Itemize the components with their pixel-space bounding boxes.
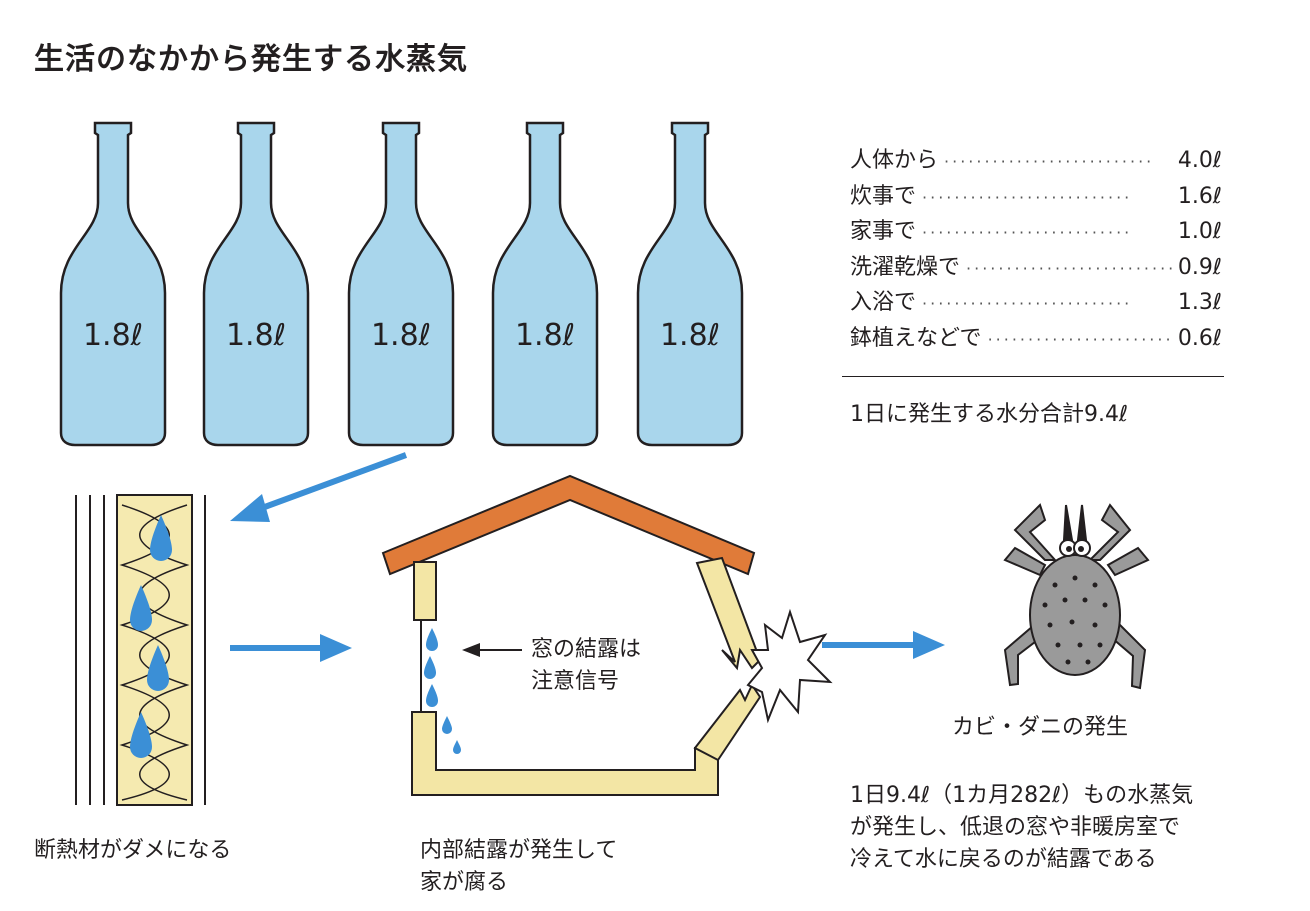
water-drop-icon [426, 628, 438, 651]
bottle-2: 1.8ℓ [202, 121, 310, 447]
window-note-line: 注意信号 [531, 669, 620, 694]
source-label: 入浴で [850, 290, 917, 316]
bottle-5: 1.8ℓ [636, 121, 744, 447]
caption-insulation: 断熱材がダメになる [34, 838, 232, 863]
list-item: 人体から ·························· 4.0ℓ [850, 142, 1222, 178]
source-label: 鉢植えなどで [850, 325, 982, 351]
bottle-label: 1.8ℓ [371, 318, 431, 353]
caption-house: 内部結露が発生して 家が腐る [420, 835, 617, 899]
crack-burst-icon [746, 608, 833, 724]
total-line: 1日に発生する水分合計9.4ℓ [850, 402, 1129, 427]
leader-dots: ·························· [922, 187, 1133, 207]
source-value: 1.6ℓ [1177, 183, 1222, 209]
water-drop-icon [426, 684, 438, 707]
source-label: 人体から [850, 148, 939, 173]
page-title: 生活のなかから発生する水蒸気 [34, 42, 468, 77]
list-item: 入浴で ·························· 1.3ℓ [850, 284, 1222, 320]
window-note-line: 窓の結露は [531, 637, 642, 662]
arrow-to-insulation [230, 452, 408, 522]
bottle-3: 1.8ℓ [347, 121, 455, 447]
list-item: 鉢植えなどで ·························· 0.6ℓ [850, 320, 1222, 356]
source-value: 4.0ℓ [1177, 148, 1222, 173]
source-label: 炊事で [850, 183, 917, 209]
house-illustration [381, 474, 833, 796]
water-drop-icon [150, 515, 172, 561]
leader-dots: ·························· [987, 329, 1172, 349]
divider [842, 376, 1224, 377]
source-label: 洗濯乾燥で [850, 254, 961, 280]
arrow-to-mite [822, 631, 945, 659]
note-line: 冷えて水に戻るのが結露である [850, 847, 1157, 872]
note-line: 1日9.4ℓ（1カ月282ℓ）もの水蒸気 [850, 783, 1194, 808]
bottle-label: 1.8ℓ [83, 318, 143, 353]
caption-mite: カビ・ダニの発生 [952, 715, 1129, 740]
bottle-label: 1.8ℓ [660, 318, 720, 353]
water-drop-icon [130, 585, 152, 631]
caption-house-line: 家が腐る [420, 870, 509, 895]
explanation-note: 1日9.4ℓ（1カ月282ℓ）もの水蒸気 が発生し、低退の窓や非暖房室で 冷えて… [850, 780, 1193, 876]
window-note: 窓の結露は 注意信号 [531, 634, 641, 698]
bottle-4: 1.8ℓ [491, 121, 599, 447]
source-value: 1.0ℓ [1177, 219, 1222, 245]
vapor-sources-list: 人体から ·························· 4.0ℓ 炊事で… [850, 142, 1222, 356]
source-label: 家事で [850, 219, 917, 245]
list-item: 家事で ·························· 1.0ℓ [850, 213, 1222, 249]
source-value: 0.6ℓ [1177, 325, 1222, 351]
list-item: 炊事で ·························· 1.6ℓ [850, 178, 1222, 214]
water-drop-icon [147, 645, 169, 691]
source-value: 1.3ℓ [1177, 290, 1222, 316]
water-drop-icon [442, 716, 452, 734]
water-drop-icon [424, 656, 436, 679]
insulation-wall [75, 494, 206, 806]
bottle-1: 1.8ℓ [59, 121, 167, 447]
list-item: 洗濯乾燥で ·························· 0.9ℓ [850, 249, 1222, 285]
bottle-label: 1.8ℓ [515, 318, 575, 353]
mite-illustration [1003, 503, 1150, 690]
leader-dots: ·························· [922, 294, 1133, 314]
window-note-arrow [462, 643, 522, 657]
water-drop-icon [130, 712, 152, 758]
leader-dots: ·························· [966, 258, 1172, 278]
arrow-to-house [230, 634, 352, 662]
source-value: 0.9ℓ [1177, 254, 1222, 280]
water-drop-icon [453, 740, 461, 754]
caption-house-line: 内部結露が発生して [420, 838, 618, 863]
bottle-label: 1.8ℓ [226, 318, 286, 353]
note-line: が発生し、低退の窓や非暖房室で [850, 815, 1181, 840]
leader-dots: ·························· [922, 223, 1133, 243]
leader-dots: ·························· [944, 152, 1155, 171]
